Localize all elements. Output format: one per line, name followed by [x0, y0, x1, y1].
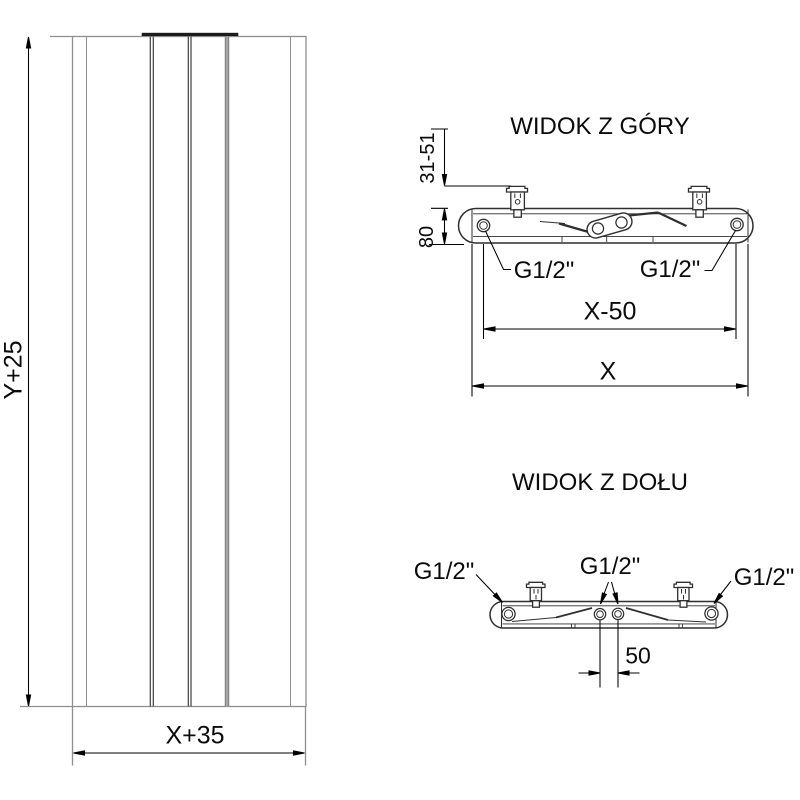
- top-view-center-link: [539, 211, 687, 239]
- bottom-view-dimension-lines: [475, 574, 732, 688]
- bottom-view-center-connection-label: G1/2": [579, 553, 641, 580]
- bottom-view-right-connection: [704, 606, 719, 621]
- top-view-depth-label: 80: [416, 225, 438, 249]
- bottom-view-left-connection-label: G1/2": [413, 558, 475, 585]
- front-view-width-dimension-label: X+35: [165, 721, 225, 750]
- top-view-right-connection-label: G1/2": [639, 256, 701, 283]
- bottom-view-bracket-right: [673, 581, 694, 608]
- bottom-view-internal-links: [511, 607, 707, 623]
- front-panel-seam-lines: [149, 36, 192, 707]
- bottom-view-bracket-left: [525, 581, 546, 608]
- top-view-right-leader: [704, 230, 736, 272]
- top-view-left-connection-boss: [476, 218, 491, 233]
- front-panel-top-cap: [141, 32, 239, 36]
- front-view-drawing: [20, 32, 307, 766]
- bottom-view-slot-ticks: [571, 623, 683, 628]
- bottom-view-center-spacing-label: 50: [625, 642, 651, 669]
- top-view-connection-spacing-label: X-50: [583, 297, 637, 326]
- bottom-view-title: WIDOK Z DOŁU: [511, 469, 689, 496]
- top-view-left-leader: [485, 230, 511, 271]
- top-view-title: WIDOK Z GÓRY: [510, 113, 690, 140]
- top-view-bracket-right: [687, 185, 711, 218]
- top-view-wall-distance-label: 31-51: [417, 132, 439, 184]
- bottom-view-radiator-body: [489, 600, 729, 629]
- top-view-left-connection-label: G1/2": [513, 257, 575, 284]
- bottom-view-right-connection-label: G1/2": [733, 564, 795, 591]
- front-panel-outline: [71, 35, 307, 708]
- bottom-view-left-connection: [501, 606, 516, 622]
- top-view-slot-ticks: [561, 236, 654, 242]
- top-view-dimension-lines: [429, 128, 749, 397]
- bottom-view-drawing: [489, 581, 729, 629]
- bottom-view-center-connections: [593, 607, 625, 621]
- top-view-width-dimension-label: X: [599, 357, 617, 386]
- front-view-height-dimension-label: Y+25: [0, 340, 28, 400]
- front-view-dimension-lines: [25, 36, 306, 756]
- top-view-drawing: [457, 185, 754, 244]
- top-view-right-connection-boss: [730, 217, 744, 232]
- top-view-bracket-left: [505, 185, 529, 218]
